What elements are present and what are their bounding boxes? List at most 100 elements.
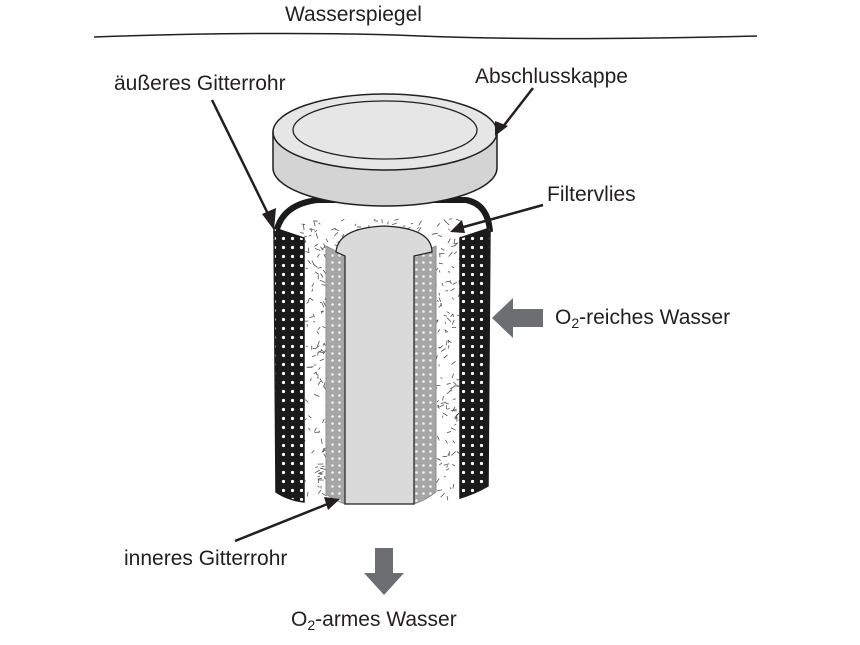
fleece-fiber (321, 465, 325, 467)
fleece-fiber (439, 404, 445, 407)
o2-poor-water-label: O2-armes Wasser (291, 609, 457, 632)
fleece-fiber (317, 489, 322, 494)
fleece-fiber (317, 352, 319, 356)
water-level-label: Wasserspiegel (285, 3, 422, 26)
fleece-fiber (314, 469, 321, 474)
fleece-fiber (309, 297, 314, 301)
fleece-fiber (437, 405, 439, 408)
fleece-fiber (313, 220, 316, 227)
fleece-fiber (447, 238, 451, 244)
fleece-fiber (318, 222, 321, 225)
fleece-fiber (301, 223, 306, 225)
fleece-fiber (316, 253, 320, 258)
fleece-fiber (323, 300, 326, 307)
fleece-fiber (438, 297, 442, 302)
fleece-fiber (314, 229, 318, 233)
fleece-fiber (322, 418, 325, 424)
inner-grid-pipe-label: inneres Gitterrohr (124, 547, 288, 570)
fleece-fiber (451, 319, 455, 325)
fleece-fiber (305, 251, 310, 254)
water-level-line (93, 32, 758, 40)
fleece-fiber (354, 223, 357, 227)
fleece-fiber (317, 485, 320, 488)
fleece-fiber (330, 227, 336, 231)
fleece-fiber (305, 267, 308, 270)
leader-end-cap (501, 87, 534, 129)
leader-inner-grid-pipe (234, 501, 331, 543)
o2-rich-prefix: O (555, 306, 572, 329)
fleece-fiber (442, 412, 448, 417)
o2-poor-suffix: -armes Wasser (315, 608, 457, 631)
fleece-fiber (323, 382, 326, 388)
fleece-fiber (315, 372, 318, 376)
fleece-fiber (455, 416, 457, 420)
fleece-fiber (308, 415, 312, 419)
fleece-fiber (307, 297, 310, 303)
fleece-fiber (451, 373, 454, 379)
fleece-fiber (452, 463, 456, 467)
fleece-fiber (319, 358, 325, 362)
fleece-fiber (449, 281, 452, 284)
fleece-fiber (313, 243, 319, 247)
fleece-fiber (451, 266, 455, 269)
fleece-fiber (446, 383, 451, 385)
fleece-fiber (320, 348, 325, 353)
fleece-fiber (308, 427, 311, 431)
fleece-fiber (307, 366, 314, 368)
fleece-fiber (317, 380, 321, 386)
fleece-fiber (446, 465, 449, 468)
inner-pipe-interior (335, 225, 433, 505)
fleece-fiber (444, 321, 446, 325)
outer-grid-pipe-left-wall (273, 226, 305, 503)
fleece-fiber (320, 438, 323, 444)
fleece-fiber (394, 218, 399, 221)
fleece-fiber (311, 283, 315, 287)
fleece-fiber (318, 471, 324, 474)
fleece-fiber (447, 340, 452, 343)
fleece-fiber (322, 326, 326, 329)
fleece-fiber (440, 492, 445, 498)
fleece-fiber (440, 248, 445, 251)
fleece-fiber (443, 475, 446, 478)
fleece-fiber (314, 271, 319, 275)
fleece-fiber (438, 234, 443, 238)
fleece-fiber (323, 254, 326, 258)
fleece-fiber (304, 418, 308, 420)
leader-filter-fleece (459, 203, 544, 230)
fleece-fiber (438, 303, 443, 308)
fleece-fiber (450, 427, 456, 431)
fleece-fiber (450, 287, 455, 292)
fleece-fiber (445, 468, 450, 471)
fleece-fiber (447, 344, 450, 349)
fleece-fiber (438, 346, 442, 349)
fleece-fiber (313, 427, 317, 432)
fleece-fiber (315, 466, 319, 468)
fleece-fiber (392, 222, 397, 226)
fleece-fiber (455, 412, 460, 418)
fleece-fiber (373, 218, 376, 222)
o2-rich-subscript: 2 (571, 315, 580, 331)
outer-grid-pipe-label: äußeres Gitterrohr (114, 72, 286, 95)
fleece-fiber (418, 220, 422, 226)
fleece-fiber (438, 292, 440, 296)
fleece-fiber (320, 246, 324, 251)
leader-filter-fleece-arrowhead (450, 220, 465, 233)
fleece-fiber (437, 329, 441, 333)
fleece-fiber (309, 316, 314, 318)
fleece-fiber (309, 228, 315, 231)
fleece-fiber (447, 271, 451, 273)
fleece-fiber (443, 315, 448, 317)
fleece-fiber (321, 447, 325, 453)
fleece-fiber (448, 228, 450, 231)
fleece-fiber (320, 310, 324, 314)
fleece-fiber (448, 251, 453, 257)
fleece-fiber (315, 232, 319, 239)
fleece-fiber (312, 347, 316, 350)
fleece-fiber (320, 273, 324, 278)
fleece-fiber (313, 393, 320, 397)
fleece-fiber (454, 251, 458, 255)
fleece-fiber (311, 260, 315, 266)
fleece-fiber (445, 402, 449, 405)
fleece-fiber (440, 348, 446, 352)
fleece-fiber (417, 227, 422, 232)
